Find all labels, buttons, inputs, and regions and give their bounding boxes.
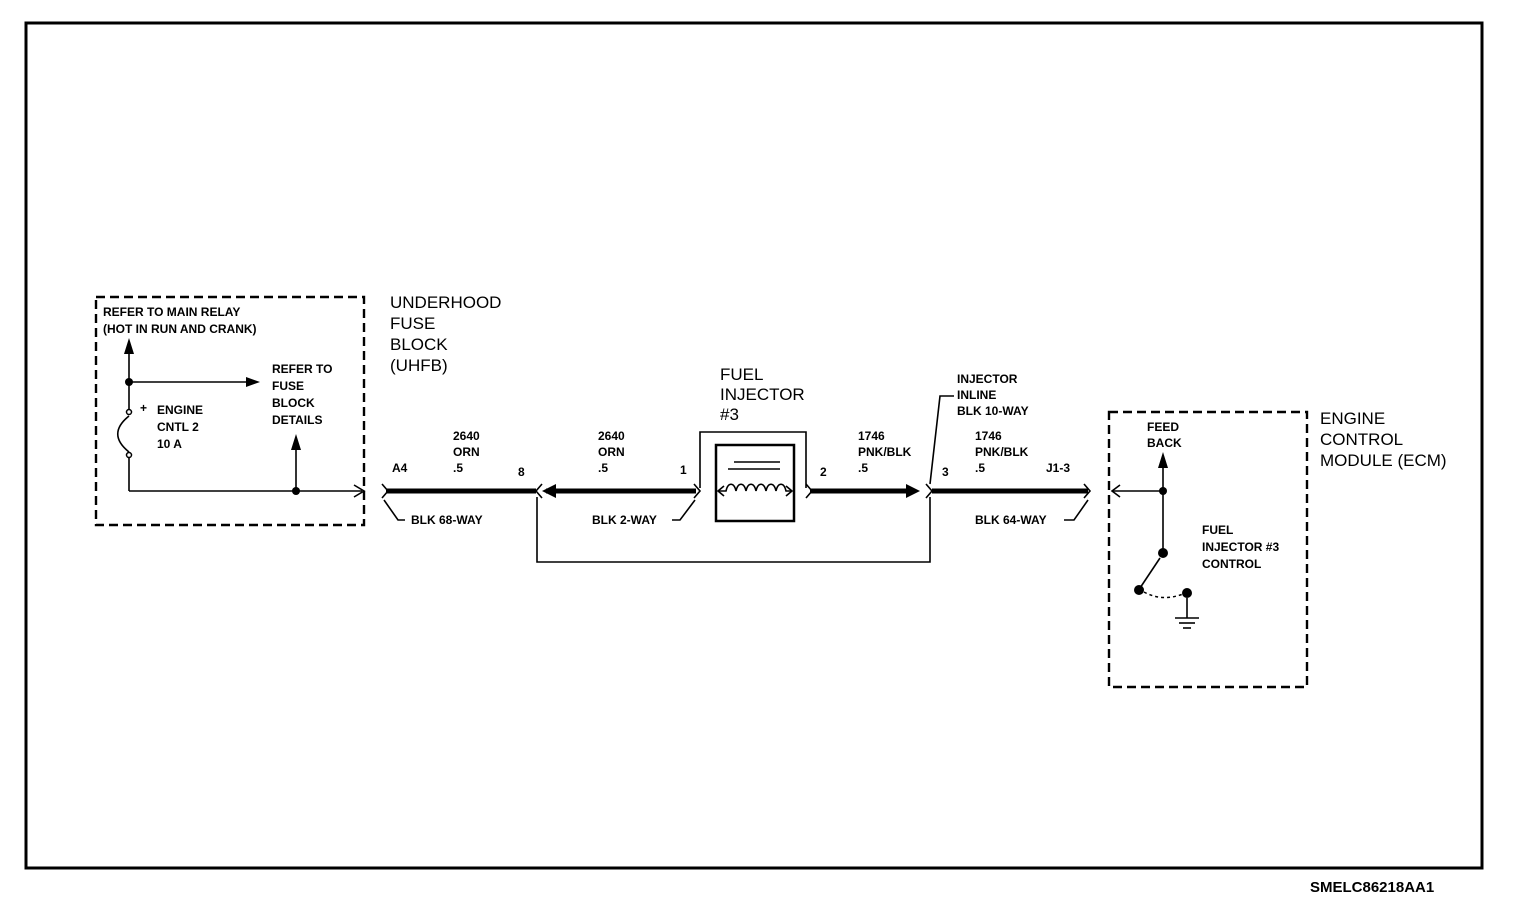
switch-contact-dot xyxy=(1158,548,1168,558)
coil-arrow-right-icon xyxy=(785,485,794,497)
relay-ref-line1: REFER TO MAIN RELAY xyxy=(103,305,240,319)
ecm-control-line3: CONTROL xyxy=(1202,557,1261,571)
fuse-terminal-bottom xyxy=(125,451,133,459)
switch-dashed-link xyxy=(1143,591,1184,599)
wire2-arrow-left-icon xyxy=(542,484,556,498)
fuse-out-arrow-icon xyxy=(353,484,366,498)
wire1-circuit: 2640 xyxy=(453,429,480,443)
fuse-details-line2: FUSE xyxy=(272,379,304,393)
feedback-arrow-icon xyxy=(1158,452,1168,468)
connector-2way-label: BLK 2-WAY xyxy=(592,513,657,527)
uhfb-line2: FUSE xyxy=(390,314,435,333)
relay-arrow-icon xyxy=(124,338,134,354)
fuse-rating: 10 A xyxy=(157,437,182,451)
pin-a4: A4 xyxy=(392,461,408,475)
inline-connector-line1: INJECTOR xyxy=(957,372,1018,386)
wire3-arrow-right-icon xyxy=(906,484,920,498)
switch-contact-dot xyxy=(1182,588,1192,598)
pin-j1-3: J1-3 xyxy=(1046,461,1070,475)
fuse-plus: + xyxy=(140,401,147,415)
wire2-size: .5 xyxy=(598,461,608,475)
pin-1: 1 xyxy=(680,463,687,477)
details-up-arrow-icon xyxy=(291,434,301,450)
c68-leader xyxy=(383,499,405,521)
ecm-control-line1: FUEL xyxy=(1202,523,1233,537)
wire3-circuit: 1746 xyxy=(858,429,885,443)
injector-line2: INJECTOR xyxy=(720,385,805,404)
inline-connector-line3: BLK 10-WAY xyxy=(957,404,1029,418)
coil-arrow-left-icon xyxy=(716,485,725,497)
fuse-block-box xyxy=(94,295,366,527)
inline-connector-line2: INLINE xyxy=(957,388,996,402)
wire1-color: ORN xyxy=(453,445,480,459)
injector-line3: #3 xyxy=(720,405,739,424)
injector-body xyxy=(714,443,796,523)
connector-64way-label: BLK 64-WAY xyxy=(975,513,1047,527)
wire2-circuit: 2640 xyxy=(598,429,625,443)
connector-j13-icon xyxy=(1083,483,1092,499)
switch-contact-dot xyxy=(1134,585,1144,595)
fuse-icon xyxy=(116,415,130,453)
injector-line1: FUEL xyxy=(720,365,763,384)
document-id: SMELC86218AA1 xyxy=(1310,879,1434,896)
fuse-name-line1: ENGINE xyxy=(157,403,203,417)
wire2-color: ORN xyxy=(598,445,625,459)
solenoid-coil-icon xyxy=(718,483,792,492)
c64-leader xyxy=(1064,499,1089,521)
pin-2: 2 xyxy=(820,465,827,479)
fuse-details-line1: REFER TO xyxy=(272,362,332,376)
wire4-circuit: 1746 xyxy=(975,429,1002,443)
uhfb-line1: UNDERHOOD xyxy=(390,293,501,312)
pin-3: 3 xyxy=(942,465,949,479)
connector-1-icon xyxy=(693,483,702,499)
wire1-size: .5 xyxy=(453,461,463,475)
wire3-color: PNK/BLK xyxy=(858,445,912,459)
relay-ref-line2: (HOT IN RUN AND CRANK) xyxy=(103,322,257,336)
wire4-size: .5 xyxy=(975,461,985,475)
ecm-control-line2: INJECTOR #3 xyxy=(1202,540,1279,554)
connector-8-icon xyxy=(534,483,543,499)
fuse-terminal-top xyxy=(125,408,133,416)
outer-frame xyxy=(24,21,1484,870)
ecm-line3: MODULE (ECM) xyxy=(1320,451,1447,470)
feedback-line1: FEED xyxy=(1147,420,1179,434)
ground-icon xyxy=(1175,617,1199,629)
details-arrow-icon xyxy=(246,377,260,387)
fuse-details-line4: DETAILS xyxy=(272,413,322,427)
ecm-box xyxy=(1107,410,1309,689)
connector-3-icon xyxy=(925,483,934,499)
uhfb-line4: (UHFB) xyxy=(390,356,448,375)
fuse-details-line3: BLOCK xyxy=(272,396,315,410)
pin-8: 8 xyxy=(518,465,525,479)
harness-bracket xyxy=(536,497,931,563)
injector-enclosure xyxy=(699,431,807,488)
ecm-line2: CONTROL xyxy=(1320,430,1403,449)
inline-leader xyxy=(929,395,954,485)
fuse-name-line2: CNTL 2 xyxy=(157,420,199,434)
ecm-line1: ENGINE xyxy=(1320,409,1385,428)
uhfb-line3: BLOCK xyxy=(390,335,448,354)
connector-68way-label: BLK 68-WAY xyxy=(411,513,483,527)
wire4-color: PNK/BLK xyxy=(975,445,1029,459)
wire3-size: .5 xyxy=(858,461,868,475)
c2-leader xyxy=(672,499,696,521)
feedback-line2: BACK xyxy=(1147,436,1182,450)
switch-arm xyxy=(1139,557,1161,589)
